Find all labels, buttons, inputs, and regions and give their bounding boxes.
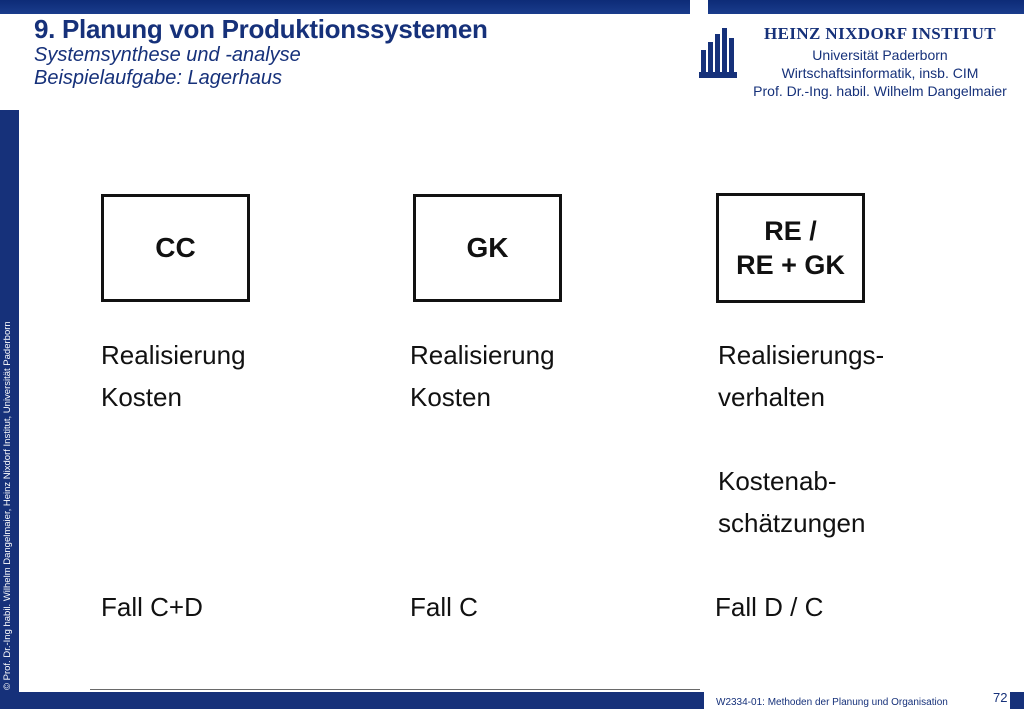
box-gk: GK: [413, 194, 562, 302]
course-label: W2334-01: Methoden der Planung und Organ…: [716, 697, 948, 708]
title-block: 9. Planung von Produktionssystemen Syste…: [34, 14, 488, 90]
institute-university: Universität Paderborn: [812, 47, 948, 63]
col3-case: Fall D / C: [715, 592, 824, 622]
col3-line4: schätzungen: [718, 508, 866, 538]
box-re-gk-label: RE / RE + GK: [736, 216, 845, 280]
box-cc: CC: [101, 194, 250, 302]
institute-panel: [690, 14, 1008, 120]
box-re-gk: RE / RE + GK: [716, 193, 865, 303]
institute-professor: Prof. Dr.-Ing. habil. Wilhelm Dangelmaie…: [753, 83, 1007, 99]
col3-line1: Realisierungs-: [718, 340, 885, 370]
box-cc-label: CC: [155, 232, 196, 263]
hni-logo-icon: [697, 28, 739, 85]
page-subtitle: Systemsynthese und -analyse: [34, 44, 301, 66]
col3-line3: Kostenab-: [718, 466, 837, 496]
col3-line2: verhalten: [718, 382, 825, 412]
footer-box: [704, 692, 1010, 709]
col1-line2: Kosten: [101, 382, 182, 412]
box-gk-label: GK: [466, 232, 509, 263]
logo-panel-edge: [690, 0, 708, 16]
institute-department: Wirtschaftsinformatik, insb. CIM: [781, 65, 979, 81]
page-title: 9. Planung von Produktionssystemen: [34, 14, 488, 44]
footer-rule: [90, 689, 700, 690]
col2-line2: Kosten: [410, 382, 491, 412]
col2-case: Fall C: [410, 592, 478, 622]
top-bar: [0, 0, 1024, 14]
page-number: 72: [993, 690, 1008, 705]
institute-name: HEINZ NIXDORF INSTITUT: [763, 24, 997, 43]
col1-line1: Realisierung: [101, 340, 246, 370]
copyright-text: © Prof. Dr.-Ing habil. Wilhelm Dangelmai…: [2, 321, 13, 690]
col2-line1: Realisierung: [410, 340, 555, 370]
col1-case: Fall C+D: [101, 592, 203, 622]
page-subtitle-2: Beispielaufgabe: Lagerhaus: [34, 67, 282, 89]
left-sidebar: [0, 110, 19, 692]
